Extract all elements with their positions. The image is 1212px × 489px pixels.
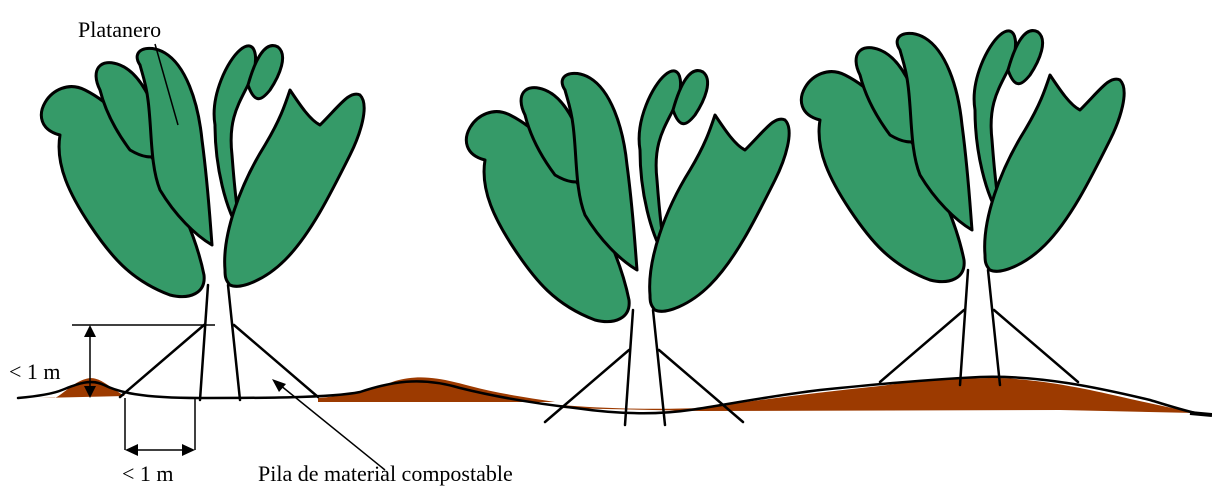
pile-arrowhead	[272, 379, 286, 392]
height-arrowhead-top	[84, 325, 96, 337]
soil-mound	[560, 378, 1195, 413]
pile-label: Pila de material compostable	[258, 463, 513, 485]
height-label: < 1 m	[9, 361, 61, 383]
platanero-label: Platanero	[78, 19, 161, 41]
width-arrowhead-right	[182, 444, 195, 456]
width-label: < 1 m	[122, 463, 174, 485]
banana-plant-3	[801, 31, 1124, 385]
soil-mound	[318, 377, 555, 402]
banana-plant-2	[466, 71, 789, 425]
width-arrowhead-left	[125, 444, 138, 456]
ground-tail	[1190, 413, 1212, 415]
